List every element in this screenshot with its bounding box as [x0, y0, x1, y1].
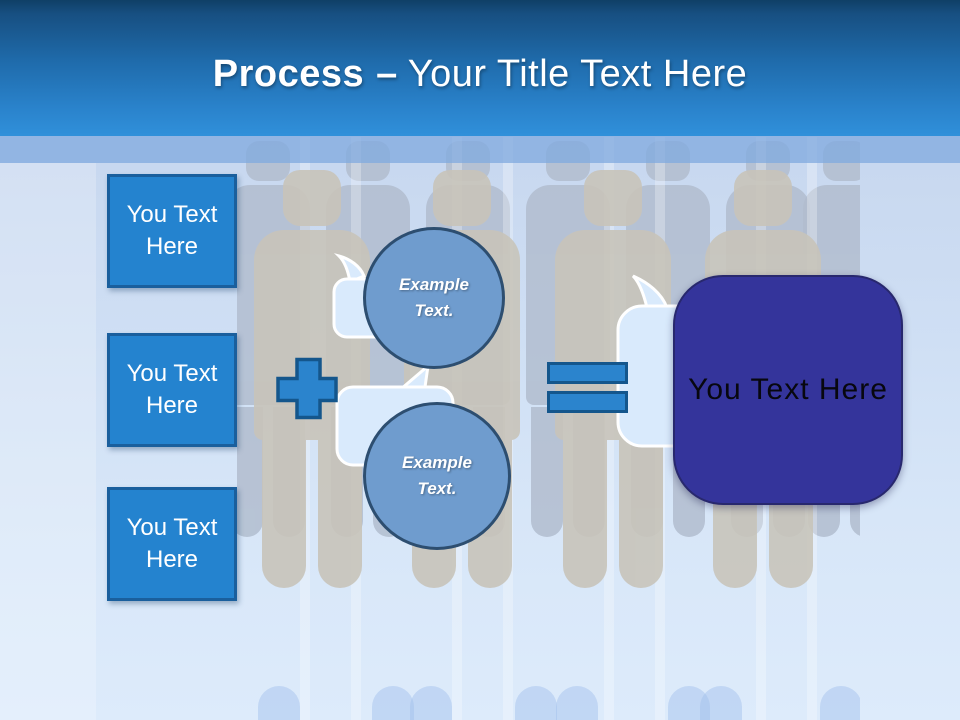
equals-bar [547, 391, 628, 413]
step-box-2[interactable]: You Text Here [107, 333, 237, 447]
step-box-label: You Text Here [126, 513, 218, 573]
step-box-label: You Text Here [126, 359, 218, 419]
crowd-silhouettes [237, 137, 860, 720]
equals-bar [547, 362, 628, 384]
example-circle-1[interactable]: Example Text. [363, 227, 505, 369]
example-circle-label: Example Text. [402, 452, 472, 498]
example-circle-label: Example Text. [399, 274, 469, 320]
background-bump [258, 686, 300, 720]
header-bar: Process–Your Title Text Here [0, 0, 960, 136]
step-box-1[interactable]: You Text Here [107, 174, 237, 288]
plus-icon [276, 357, 338, 420]
result-box[interactable]: You Text Here [673, 275, 903, 505]
background-bump [700, 686, 742, 720]
slide-title[interactable]: Process–Your Title Text Here [0, 52, 960, 98]
example-circle-2[interactable]: Example Text. [363, 402, 511, 550]
step-box-3[interactable]: You Text Here [107, 487, 237, 601]
background-bump [556, 686, 598, 720]
header-accent-band [0, 136, 960, 163]
result-box-label: You Text Here [688, 373, 888, 406]
background-bump [820, 686, 860, 720]
title-separator: – [376, 53, 398, 95]
step-box-label: You Text Here [126, 200, 218, 260]
title-emphasis: Process [212, 53, 365, 95]
background-bump [410, 686, 452, 720]
background-light-column [0, 163, 96, 720]
equals-icon [547, 362, 628, 413]
background-bump [372, 686, 414, 720]
title-rest: Your Title Text Here [407, 53, 748, 95]
background-bump [515, 686, 557, 720]
background-bump [668, 686, 710, 720]
